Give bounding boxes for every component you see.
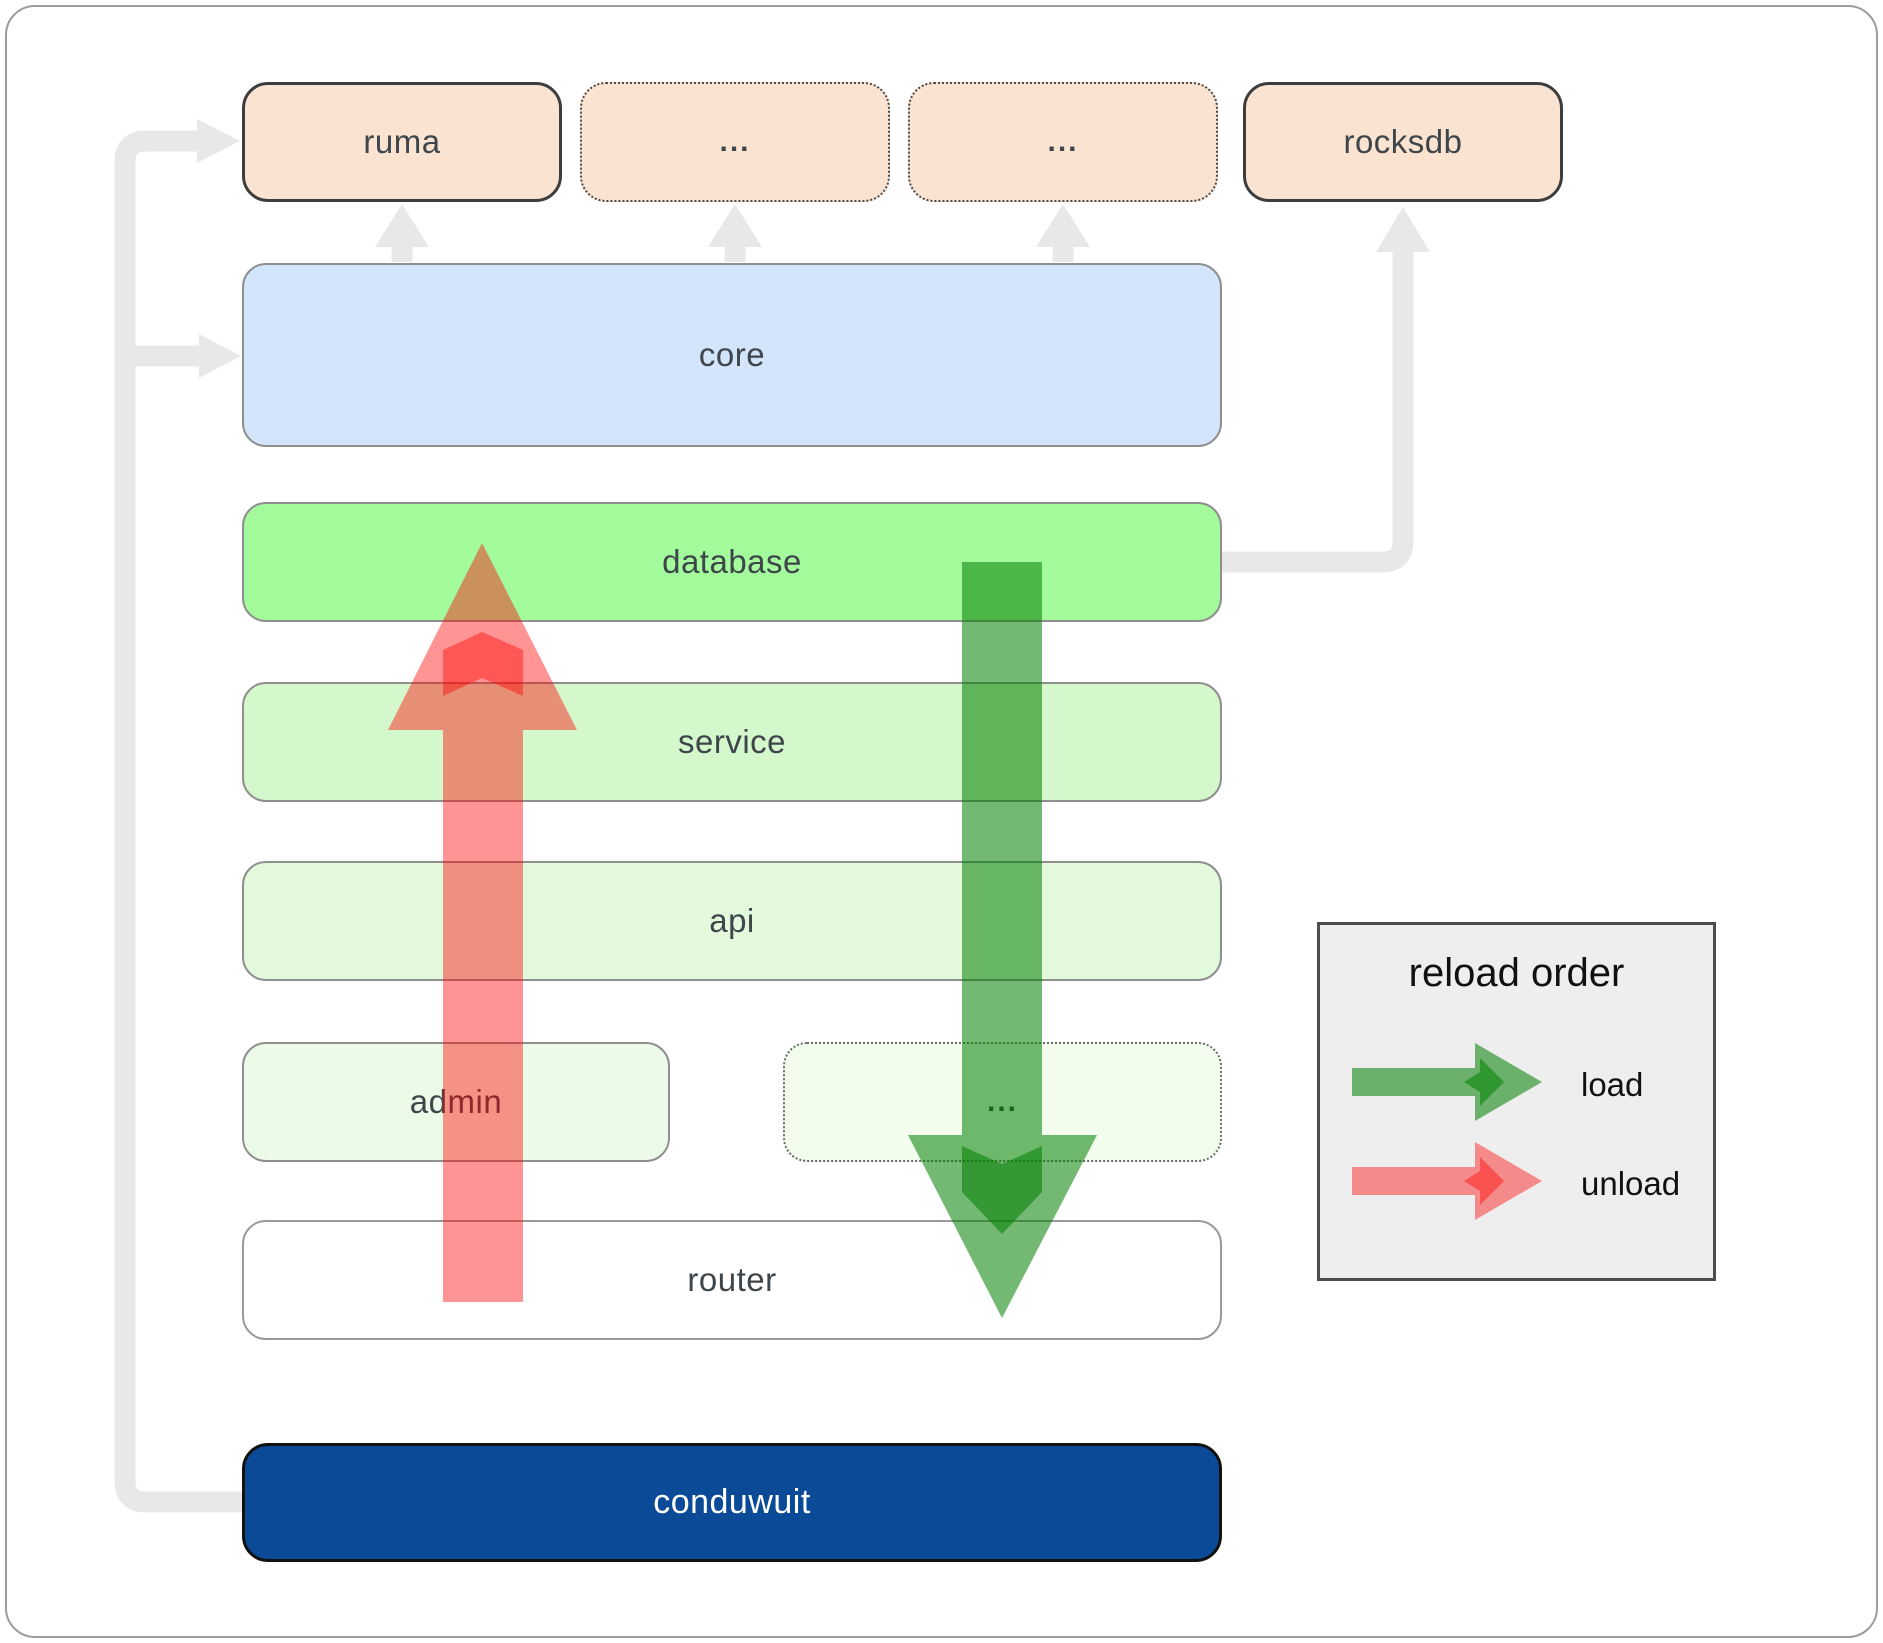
legend-reload-order: reload order load unload (1317, 922, 1716, 1281)
node-core: core (242, 263, 1222, 447)
node-core-label: core (698, 336, 766, 373)
node-ruma: ruma (242, 82, 562, 202)
outer-frame (5, 5, 1878, 1638)
legend-load-label: load (1581, 1066, 1644, 1103)
node-api: api (242, 861, 1222, 981)
node-rocksdb-label: rocksdb (1343, 123, 1463, 160)
node-conduwuit: conduwuit (242, 1443, 1222, 1562)
node-router: router (242, 1220, 1222, 1340)
node-service-label: service (677, 723, 787, 760)
node-api-label: api (709, 902, 755, 939)
legend-unload-label: unload (1581, 1165, 1681, 1202)
node-external-crate-2: ... (908, 82, 1218, 202)
node-database: database (242, 502, 1222, 622)
node-more-services-label: ... (986, 1085, 1018, 1118)
node-external-crate-2-label: ... (1047, 125, 1079, 158)
node-service: service (242, 682, 1222, 802)
node-rocksdb: rocksdb (1243, 82, 1563, 202)
node-admin: admin (242, 1042, 670, 1162)
node-external-crate-1-label: ... (719, 125, 751, 158)
node-conduwuit-label: conduwuit (653, 1483, 811, 1521)
node-ruma-label: ruma (363, 123, 441, 160)
node-admin-label: admin (409, 1083, 503, 1120)
node-external-crate-1: ... (580, 82, 890, 202)
legend-title: reload order (1408, 951, 1625, 995)
node-database-label: database (662, 543, 802, 580)
node-more-services: ... (783, 1042, 1222, 1162)
node-router-label: router (687, 1261, 777, 1298)
